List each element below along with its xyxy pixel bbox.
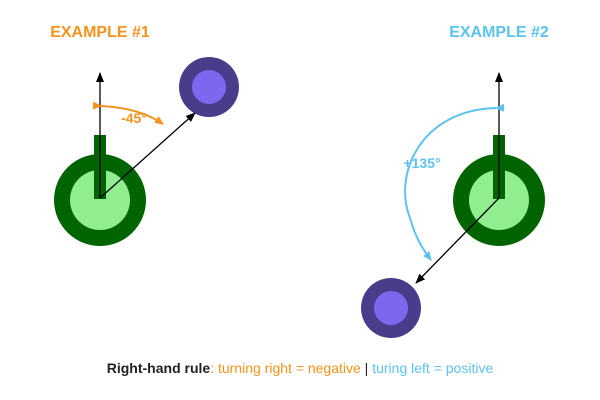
example-2: EXAMPLE #2 +135° bbox=[361, 24, 549, 338]
example-1: EXAMPLE #1 -45° bbox=[50, 24, 239, 246]
example-1-title: EXAMPLE #1 bbox=[50, 24, 150, 41]
angle-label-1: -45° bbox=[121, 110, 147, 126]
target-ball-icon bbox=[361, 278, 421, 338]
angle-arc-1 bbox=[92, 101, 164, 125]
caption-colon: : bbox=[210, 360, 218, 376]
angle-arc-2 bbox=[404, 103, 505, 261]
caption: Right-hand rule: turning right = negativ… bbox=[0, 360, 600, 376]
example-2-title: EXAMPLE #2 bbox=[449, 24, 549, 41]
caption-right-text: turning right = negative bbox=[217, 360, 361, 376]
caption-left-text: turing left = positive bbox=[372, 360, 494, 376]
caption-separator: | bbox=[360, 360, 373, 376]
caption-rule-name: Right-hand rule bbox=[106, 360, 211, 376]
direction-arrow-icon bbox=[99, 112, 196, 199]
target-ball-icon bbox=[179, 57, 239, 117]
angle-label-2: +135° bbox=[403, 155, 440, 171]
